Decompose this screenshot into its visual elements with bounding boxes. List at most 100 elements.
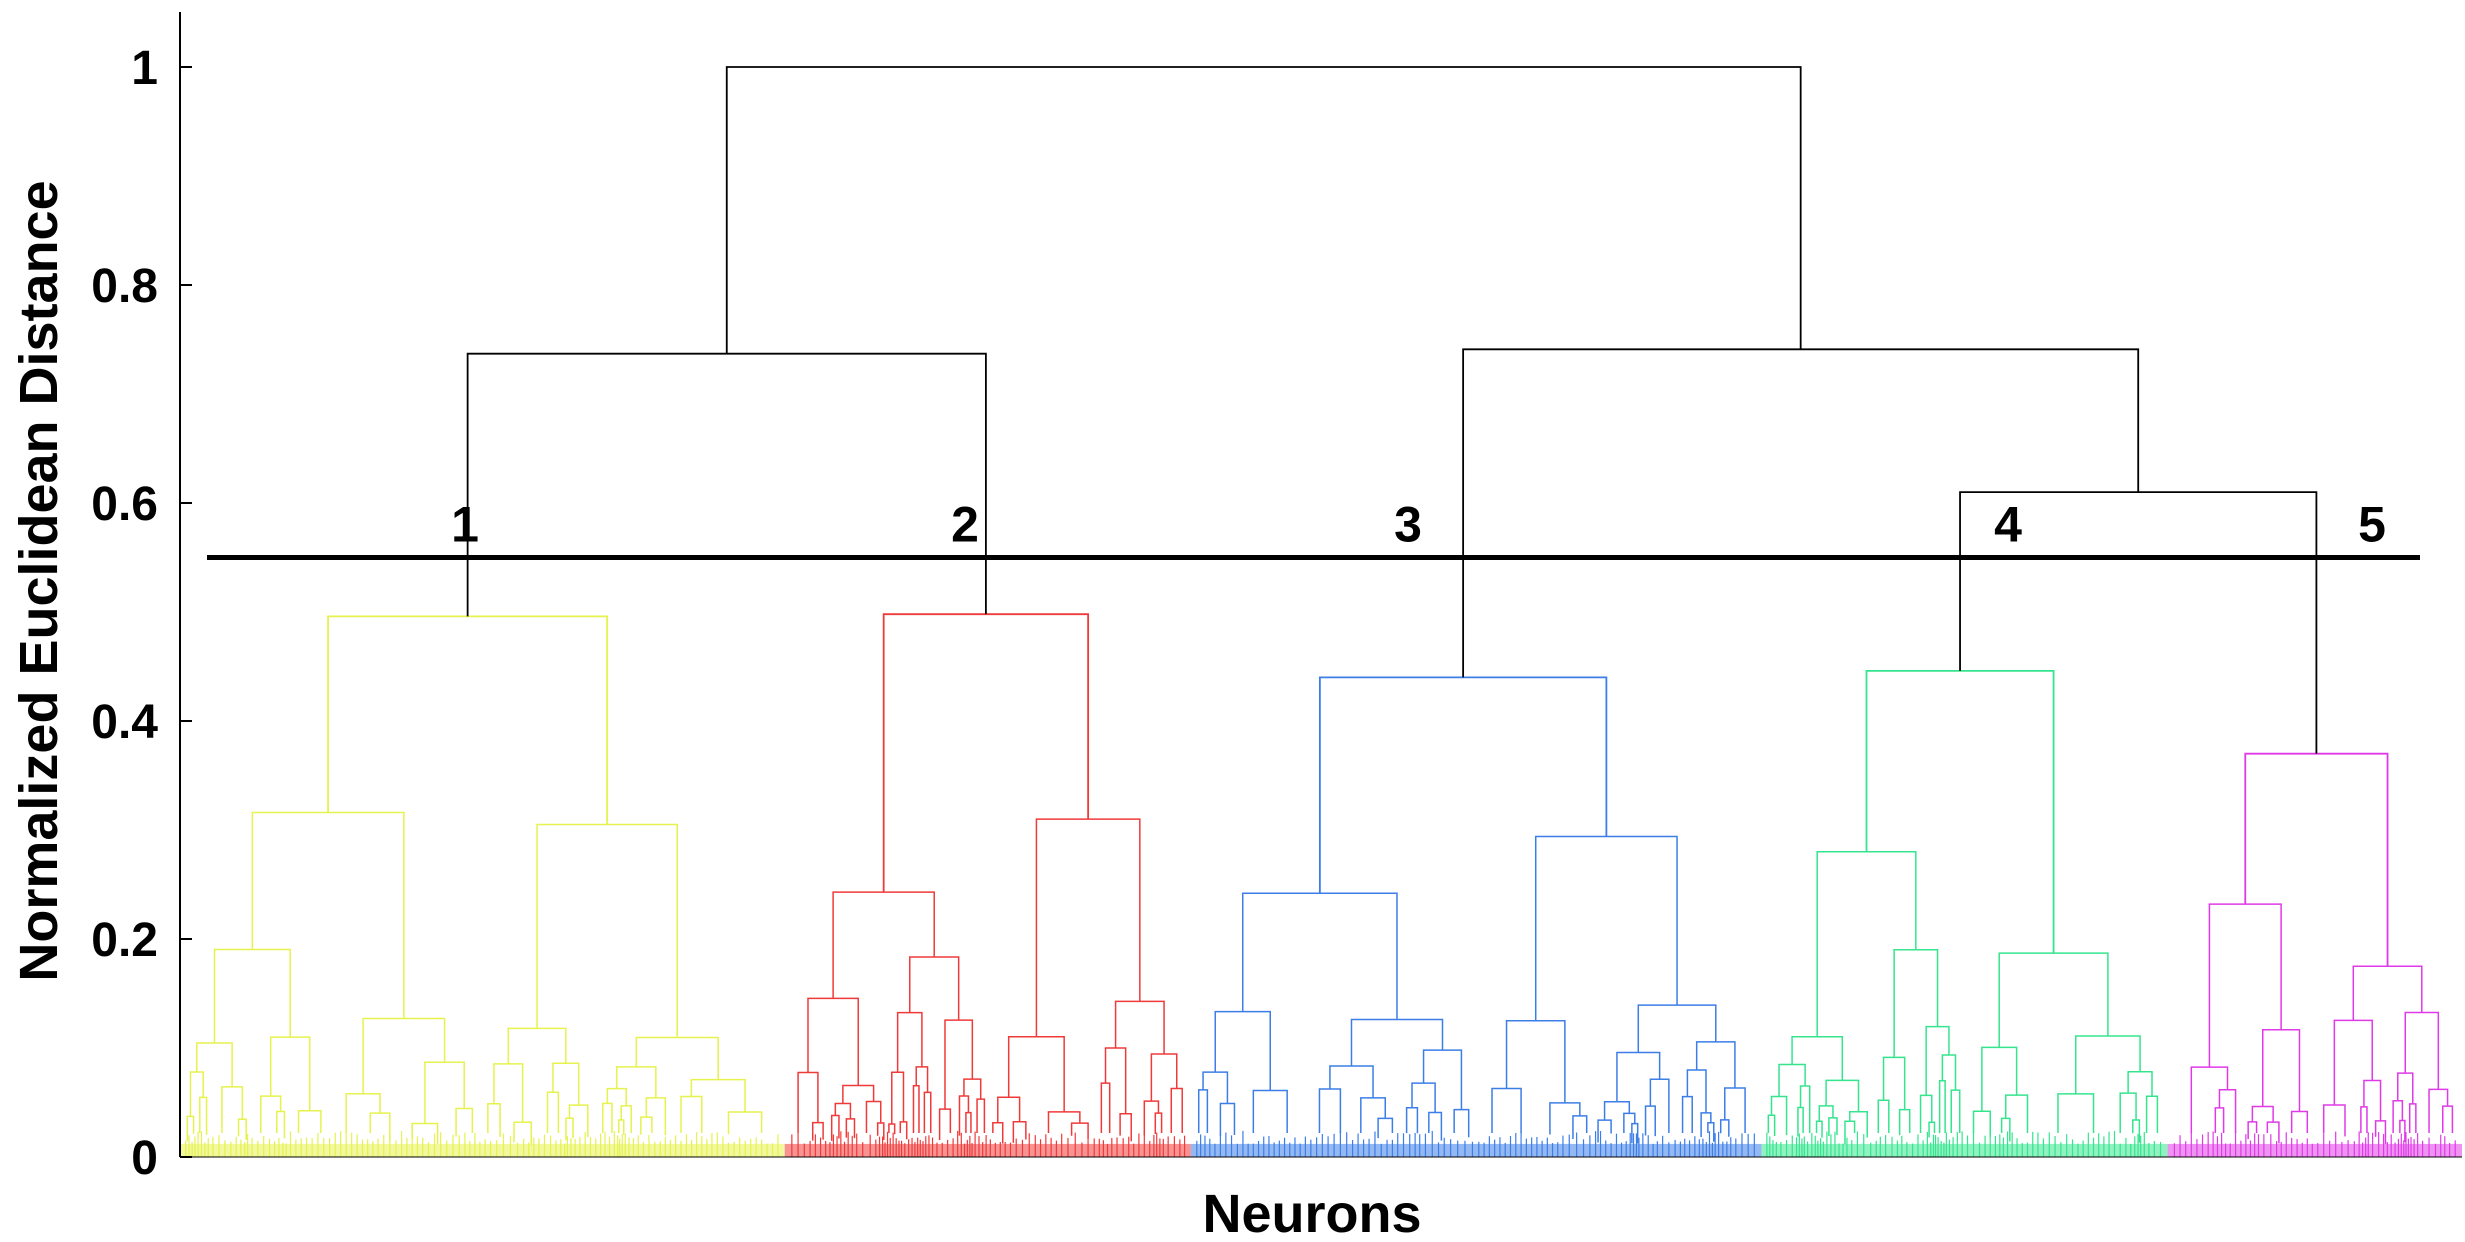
leaf-branches	[180, 613, 2462, 1157]
branch-link	[1844, 1120, 1856, 1145]
branch-link	[297, 1109, 322, 1134]
branch-link	[1047, 1111, 1081, 1134]
cluster-2-merge	[882, 613, 1090, 893]
link-3-4+5	[1462, 348, 2140, 678]
branch-link	[1631, 1122, 1639, 1144]
branch-link	[2132, 1119, 2141, 1143]
branch-link	[963, 1078, 982, 1100]
cluster-label-2: 2	[951, 497, 979, 553]
branch-link	[1938, 1080, 1946, 1134]
branch-link	[2360, 1106, 2368, 1134]
cluster-1-merge	[327, 615, 609, 825]
branch-link	[2000, 1117, 2011, 1142]
branch-link	[251, 811, 405, 1019]
branch-link	[834, 1102, 852, 1119]
branch-link	[1925, 1025, 1950, 1096]
branch-link	[797, 1071, 819, 1134]
branch-link	[2075, 1035, 2141, 1094]
branch-link	[276, 1110, 286, 1139]
branch-link	[369, 1112, 391, 1142]
branch-link	[1791, 1035, 1844, 1081]
branch-link	[2392, 1099, 2404, 1134]
branch-link	[645, 1097, 667, 1135]
branch-link	[269, 1036, 311, 1111]
branch-link	[1898, 1108, 1911, 1136]
link-1+2-3+4+5	[725, 66, 1802, 354]
branch-link	[1252, 1089, 1288, 1134]
branch-link	[1119, 1113, 1132, 1142]
branch-link	[1616, 1051, 1661, 1102]
cluster-label-3: 3	[1394, 497, 1422, 553]
branch-link	[1849, 1110, 1868, 1138]
cluster-3-merge	[1318, 676, 1608, 894]
cluster-2-subtree	[791, 613, 1186, 1157]
y-tick-label: 1	[131, 42, 158, 95]
branch-link	[1799, 1085, 1811, 1134]
branch-link	[1219, 1102, 1236, 1137]
branch-link	[1686, 1069, 1707, 1113]
branch-link	[1637, 1004, 1717, 1053]
branch-link	[2290, 1110, 2309, 1134]
branch-link	[2408, 1103, 2417, 1134]
branch-link	[2208, 903, 2282, 1068]
branch-link	[552, 1062, 580, 1106]
branch-link	[1070, 1122, 1089, 1139]
branch-link	[992, 1121, 1004, 1144]
branch-link	[1998, 952, 2109, 1048]
branch-link	[260, 1095, 282, 1134]
branch-link	[899, 1121, 908, 1140]
branch-link	[1644, 1105, 1656, 1137]
branch-link	[690, 1078, 746, 1112]
leaf-band	[1190, 1143, 1762, 1157]
branch-link	[909, 956, 960, 1021]
branch-link	[1815, 1120, 1823, 1138]
branch-link	[546, 1091, 560, 1134]
branch-link	[213, 948, 291, 1043]
branch-link	[2145, 1095, 2159, 1134]
y-axis: 00.20.40.60.81	[91, 12, 2462, 1185]
branch-link	[1981, 1046, 2018, 1112]
branch-link	[680, 1095, 703, 1134]
branch-link	[1972, 1110, 1991, 1138]
branch-link	[1767, 1114, 1776, 1137]
branch-link	[507, 1027, 567, 1064]
branch-link	[493, 1063, 524, 1123]
leaf-band	[180, 1143, 785, 1157]
branch-link	[513, 1121, 533, 1145]
branch-link	[1695, 1041, 1736, 1088]
branch-link	[976, 1098, 986, 1134]
branch-link	[1919, 1094, 1933, 1134]
cluster-5-subtree	[2173, 752, 2456, 1157]
branch-link	[2251, 1105, 2274, 1123]
branch-link	[832, 891, 935, 999]
branch-link	[1100, 1082, 1111, 1134]
branch-link	[1114, 1000, 1165, 1055]
branch-link	[1893, 948, 1939, 1058]
branch-link	[620, 1105, 632, 1134]
branch-link	[1797, 1106, 1804, 1137]
branch-link	[1012, 1121, 1027, 1143]
branch-link	[199, 1096, 208, 1135]
branch-link	[616, 1066, 657, 1098]
branch-link	[424, 1061, 465, 1124]
branch-link	[1877, 1099, 1890, 1134]
branch-link	[221, 1086, 244, 1134]
branch-link	[1360, 1097, 1386, 1134]
branch-link	[2266, 1121, 2280, 1144]
branch-link	[1882, 1056, 1906, 1110]
leaf-band	[784, 1143, 1191, 1157]
cluster-label-5: 5	[2358, 497, 2386, 553]
cluster-3-subtree	[1196, 676, 1755, 1157]
branch-link	[938, 1108, 952, 1141]
branch-link	[189, 1071, 204, 1117]
cluster-4-merge	[1865, 669, 2055, 954]
branch-link	[845, 1118, 856, 1139]
branch-link	[617, 1119, 625, 1135]
cluster-4-subtree	[1766, 669, 2162, 1157]
branch-link	[1422, 1049, 1463, 1110]
branch-link	[487, 1102, 501, 1137]
branch-link	[186, 1115, 195, 1142]
cluster-label-4: 4	[1994, 497, 2022, 553]
